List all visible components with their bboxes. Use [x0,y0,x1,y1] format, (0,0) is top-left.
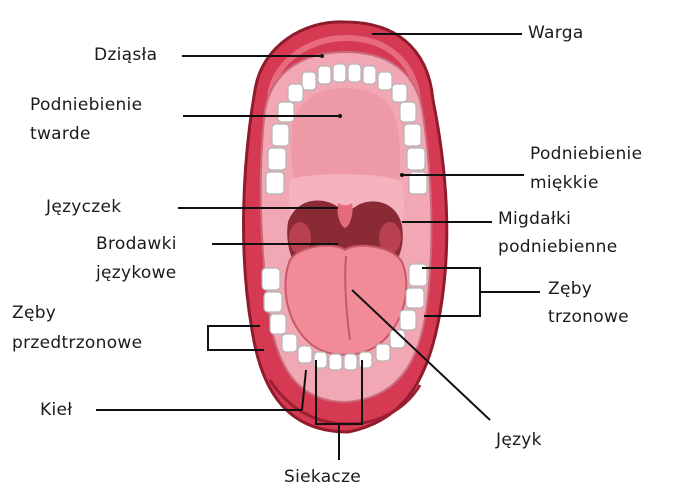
label-jezyk: Język [496,429,542,451]
label-migdalki-2: podniebienne [498,236,618,258]
label-brodawki-1: Brodawki [96,233,177,255]
label-zeby-trzonowe-2: trzonowe [548,306,629,328]
label-brodawki-2: językowe [96,262,177,284]
label-kiel: Kieł [40,399,72,421]
label-zeby-przedtrzonowe-1: Zęby [12,302,56,324]
label-migdalki-1: Migdałki [498,208,571,230]
label-dziasla: Dziąsła [94,44,157,66]
label-warga: Warga [528,22,584,44]
label-podniebienie-miekkie-1: Podniebienie [530,143,642,165]
label-siekacze: Siekacze [284,466,361,488]
label-podniebienie-miekkie-2: miękkie [530,172,599,194]
label-podniebienie-twarde-2: twarde [30,123,91,145]
label-zeby-trzonowe-1: Zęby [548,278,592,300]
label-jezyczek: Języczek [46,196,121,218]
label-zeby-przedtrzonowe-2: przedtrzonowe [12,332,142,354]
label-podniebienie-twarde-1: Podniebienie [30,94,142,116]
